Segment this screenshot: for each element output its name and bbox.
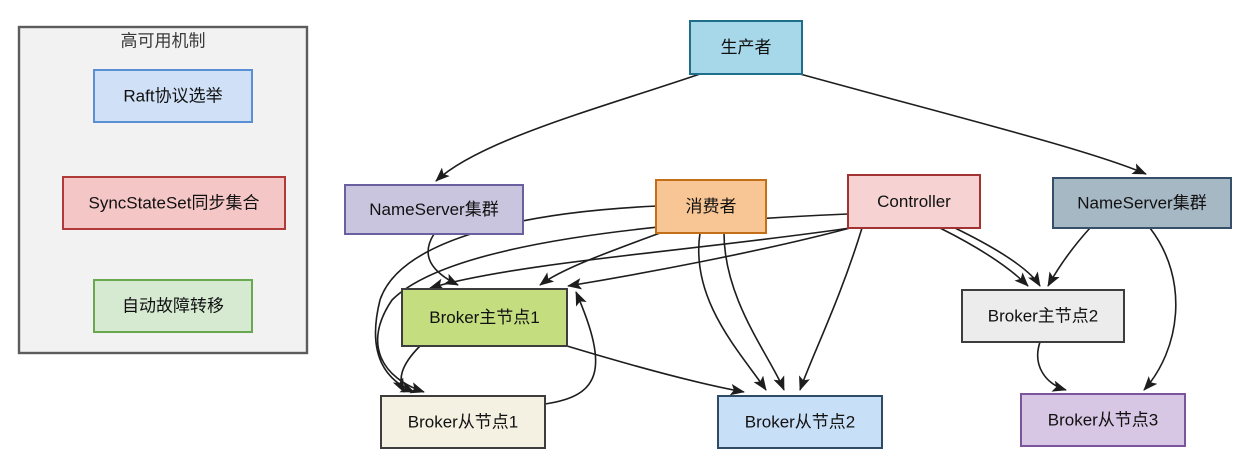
- edge-controller-to-ns_left_path_a: [429, 227, 851, 290]
- node-broker_m1[interactable]: [401, 288, 568, 347]
- edge-producer-to-ns_right: [799, 73, 1147, 175]
- edge-consumer-to-broker_s1: [374, 205, 659, 393]
- node-label-ns_left: NameServer集群: [369, 200, 498, 219]
- node-label-broker_m2: Broker主节点2: [988, 306, 1099, 325]
- node-ns_right[interactable]: [1052, 177, 1232, 229]
- edge-controller-to-broker_m2: [939, 227, 1029, 287]
- node-broker_s1[interactable]: [380, 395, 546, 449]
- edge-broker_m1-to-broker_s1b: [392, 345, 421, 393]
- edge-controller2-to-broker_m2: [954, 227, 1041, 287]
- edge-controller-to-broker_s2: [799, 227, 863, 391]
- node-label-broker_m1: Broker主节点1: [429, 308, 540, 327]
- legend-title: 高可用机制: [121, 31, 206, 50]
- edge-ns_right-to-broker_m2: [1047, 227, 1091, 287]
- node-label-broker_s2: Broker从节点2: [745, 412, 856, 431]
- node-broker_s3[interactable]: [1020, 393, 1186, 447]
- legend-item-box-1[interactable]: [62, 176, 286, 230]
- node-ns_left[interactable]: [344, 184, 524, 235]
- legend-item-box-0[interactable]: [93, 69, 253, 123]
- edge-layer: [374, 73, 1177, 405]
- edge-broker_s1-to-broker_m1: [544, 291, 597, 405]
- node-label-ns_right: NameServer集群: [1077, 193, 1206, 212]
- node-label-consumer: 消费者: [686, 197, 737, 216]
- node-producer[interactable]: [689, 20, 803, 75]
- legend-item-box-2[interactable]: [93, 279, 253, 333]
- edge-consumer-to-broker_m1: [539, 232, 661, 286]
- edge-producer-to-ns_left: [435, 73, 701, 182]
- edge-controller-to-broker_m1: [567, 227, 851, 290]
- node-label-broker_s1: Broker从节点1: [408, 412, 519, 431]
- node-label-broker_s3: Broker从节点3: [1048, 410, 1159, 429]
- edge-ns_right-to-broker_s3: [1143, 227, 1177, 391]
- edge-ns_left-to-broker_m1: [427, 233, 459, 286]
- legend-item-label-2: 自动故障转移: [122, 296, 224, 315]
- edge-consumer2-to-broker_s2: [723, 232, 785, 391]
- node-consumer[interactable]: [655, 179, 767, 234]
- legend-item-label-0: Raft协议选举: [123, 86, 222, 105]
- node-controller[interactable]: [847, 174, 981, 229]
- edge-broker_m1-to-broker_s2: [566, 345, 745, 396]
- node-label-producer: 生产者: [721, 38, 772, 57]
- node-broker_m2[interactable]: [961, 289, 1125, 343]
- edge-broker_m2-to-broker_s3: [1036, 341, 1067, 392]
- node-label-controller: Controller: [877, 192, 951, 211]
- edge-consumer-to-broker_s2: [697, 232, 767, 391]
- legend-item-label-1: SyncStateSet同步集合: [88, 193, 259, 212]
- node-broker_s2[interactable]: [717, 395, 883, 449]
- node-layer: 生产者 NameServer集群 消费者 Controller NameServer集群…: [344, 20, 1232, 449]
